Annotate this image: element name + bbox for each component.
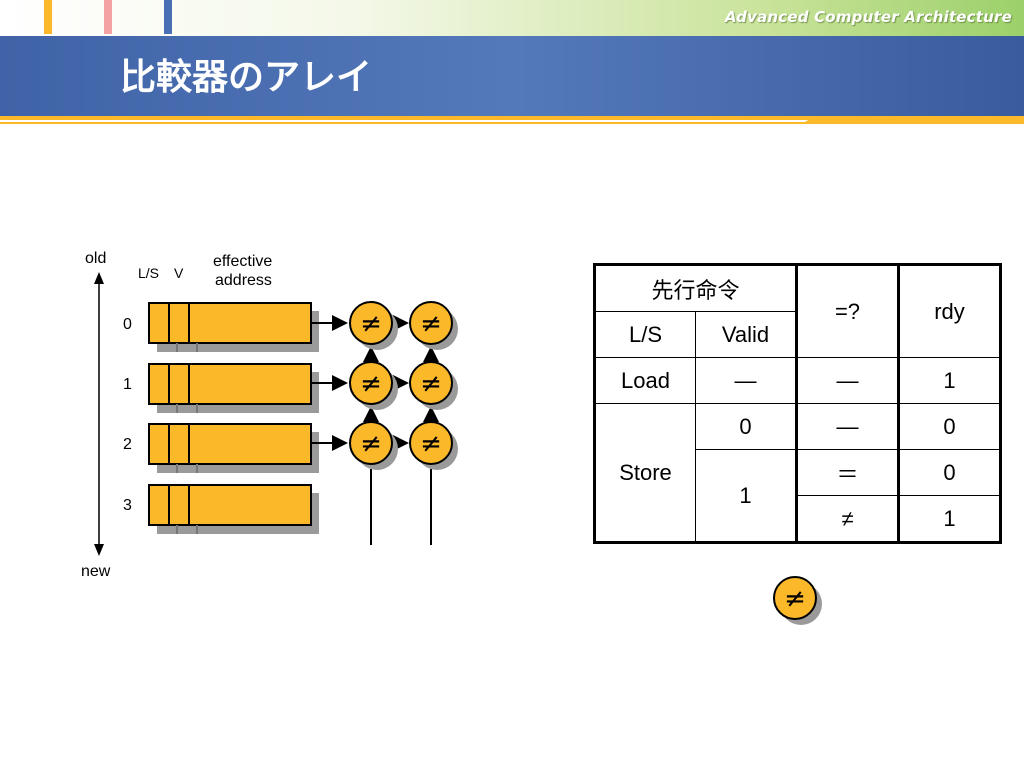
row-index-2: 2 [123,436,132,453]
register-row-2 [148,423,319,473]
comparator-0-1 [409,301,458,350]
register-row-3 [148,484,319,534]
title-underline [0,116,1024,124]
cell-rdy-load: 1 [897,357,1001,404]
cell-ls-load: Load [594,357,696,404]
cell-valid-store-0: 0 [695,403,797,450]
v-field-label: V [174,265,184,281]
cell-valid-load: — [695,357,797,404]
cell-rdy-store-1-equal: 0 [897,449,1001,496]
header-eq: =? [795,264,899,358]
comparator-0-0 [349,301,398,350]
header-ls: L/S [594,311,696,358]
address-label: address [215,272,272,289]
cell-eq-load: — [795,357,899,404]
cell-eq-store-1-notequal: ≠ [795,495,899,543]
age-arrow [94,272,104,556]
page-title: 比較器のアレイ [120,57,373,98]
comparator-1-1 [409,361,458,410]
effective-label: effective [213,253,273,270]
row-index-0: 0 [123,316,132,333]
old-label: old [85,250,107,267]
header-valid: Valid [695,311,797,358]
brand-text: Advanced Computer Architecture [724,8,1012,26]
comparator-symbol: ≠ [360,429,382,459]
row-index-3: 3 [123,497,132,514]
new-label: new [81,563,111,580]
comparator-symbol: ≠ [360,309,382,339]
comparator-grid [349,301,458,470]
header-rdy: rdy [897,264,1001,358]
comparator-1-0 [349,361,398,410]
cell-valid-store-1: 1 [695,449,797,543]
comparator-symbol: ≠ [420,369,442,399]
accent-bar-blue [164,0,172,34]
cell-rdy-store-0: 0 [897,403,1001,450]
cell-eq-store-1-equal: ＝ [795,449,899,496]
ls-field-label: L/S [138,265,160,281]
legend-symbol: ≠ [784,584,806,614]
row-index-1: 1 [123,376,132,393]
comparator-symbol: ≠ [360,369,382,399]
comparator-symbol: ≠ [420,429,442,459]
comparator-symbols: ≠ ≠ ≠ ≠ ≠ ≠ [360,309,442,459]
accent-bar-pink [104,0,112,34]
register-row-1 [148,363,319,413]
comparator-2-1 [409,421,458,470]
cell-eq-store-0: — [795,403,899,450]
register-row-0 [148,302,319,352]
header-prior-instruction: 先行命令 [594,264,797,312]
accent-bar-yellow [44,0,52,34]
legend-comparator: ≠ [773,576,822,625]
cell-rdy-store-1-notequal: 1 [897,495,1001,543]
comparator-symbol: ≠ [420,309,442,339]
rdy-truth-table: 先行命令 =? rdy L/S Valid Load — — 1 Store 0… [593,263,1002,544]
title-band [0,36,1024,116]
comparator-2-0 [349,421,398,470]
cell-ls-store: Store [594,403,696,543]
